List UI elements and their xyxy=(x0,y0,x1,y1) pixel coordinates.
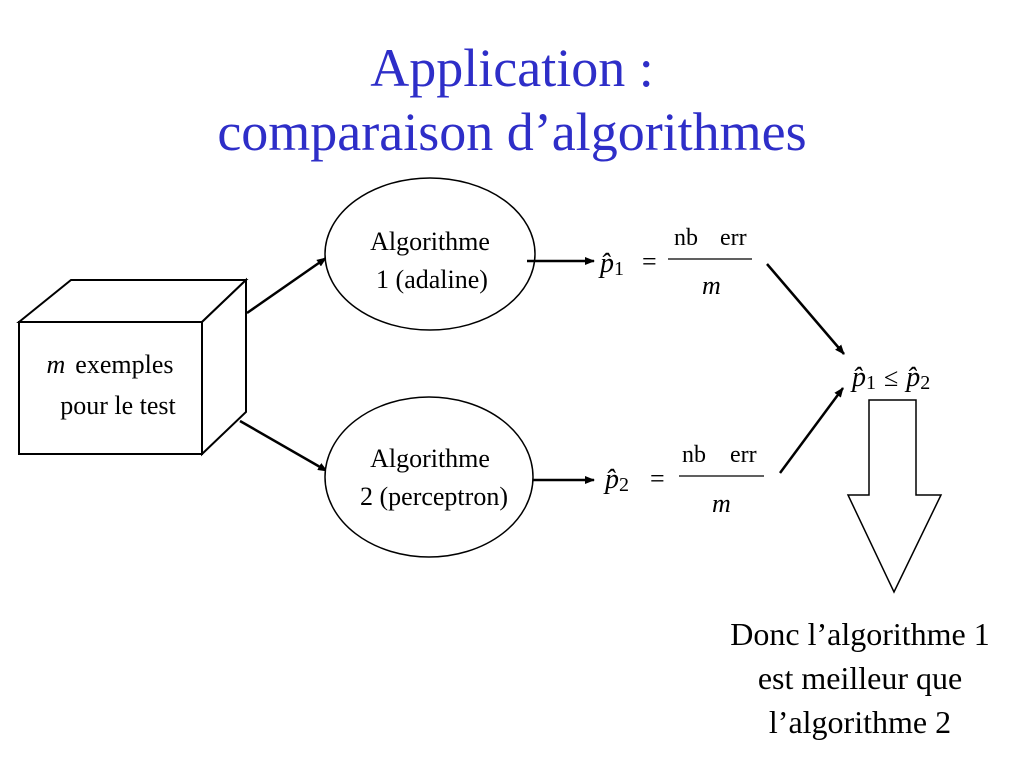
formula2-denominator: m xyxy=(712,489,731,518)
formula1-equals: = xyxy=(642,247,657,276)
arrow-formula2-to-comparison xyxy=(778,387,845,474)
formula1-lhs: p̂1 xyxy=(598,248,624,280)
formula1-numerator-b: err xyxy=(720,225,747,251)
formula2-numerator-a: nb xyxy=(682,442,706,468)
comparison-right-symbol: p̂ xyxy=(904,362,920,393)
algo1-line-2: 1 (adaline) xyxy=(376,265,488,294)
formula1-index: 1 xyxy=(614,258,624,280)
comparison-right-index: 2 xyxy=(920,372,930,394)
test-examples-box: m exemples pour le test xyxy=(16,277,249,457)
comparison-operator: ≤ xyxy=(884,363,898,392)
algo1-line-1: Algorithme xyxy=(370,227,490,256)
box-label-line-2: pour le test xyxy=(60,391,176,420)
big-down-arrow xyxy=(846,399,943,594)
conclusion-text: Donc l’algorithme 1 est meilleur que l’a… xyxy=(690,612,1024,744)
algo2-line-2: 2 (perceptron) xyxy=(360,482,508,511)
comparison-left-index: 1 xyxy=(866,372,876,394)
formula1-numerator-a: nb xyxy=(674,225,698,251)
algo1-node: Algorithme 1 (adaline) xyxy=(324,177,536,331)
arrow-formula1-to-comparison xyxy=(766,263,845,355)
conclusion-line-1: Donc l’algorithme 1 xyxy=(730,616,990,652)
box-label-line-1: m exemples xyxy=(47,350,174,379)
box-front-face xyxy=(18,321,203,455)
formula2-index: 2 xyxy=(619,474,629,496)
conclusion-line-3: l’algorithme 2 xyxy=(768,704,952,740)
title-line-2: comparaison d’algorithmes xyxy=(217,102,807,162)
formula2-equals: = xyxy=(650,464,665,493)
title-line-1: Application : xyxy=(370,38,654,98)
formula2-numerator-b: err xyxy=(730,442,757,468)
algo1-ellipse xyxy=(324,177,536,331)
algo2-line-1: Algorithme xyxy=(370,444,490,473)
formula1-symbol: p̂ xyxy=(598,248,614,279)
formula-1: p̂1 = nb err m xyxy=(598,225,752,300)
algo2-node: Algorithme 2 (perceptron) xyxy=(324,396,534,558)
formula-2: p̂2 = nb err m xyxy=(603,442,764,518)
comparison-inequality: p̂1≤p̂2 xyxy=(850,362,930,394)
comparison-left-symbol: p̂ xyxy=(850,362,866,393)
box-line1-rest: exemples xyxy=(75,350,173,379)
algo2-ellipse xyxy=(324,396,534,558)
arrow-box-to-algo1 xyxy=(246,256,327,315)
conclusion-line-2: est meilleur que xyxy=(757,660,963,696)
arrow-box-to-algo2 xyxy=(239,419,328,473)
box-var-m: m xyxy=(47,350,66,379)
formula2-lhs: p̂2 xyxy=(603,464,629,496)
formula2-symbol: p̂ xyxy=(603,464,619,495)
slide-title: Application : comparaison d’algorithmes xyxy=(0,36,1024,164)
formula1-denominator: m xyxy=(702,271,721,300)
